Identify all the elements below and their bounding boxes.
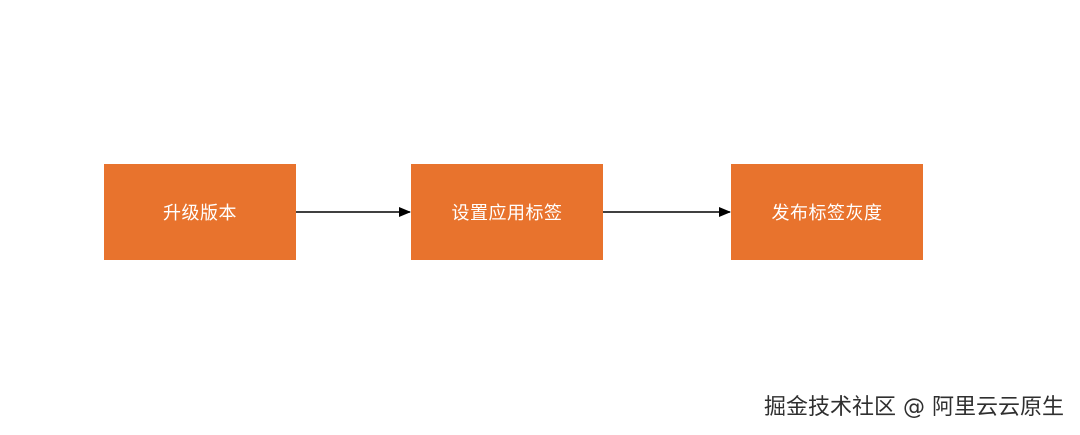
node-label: 发布标签灰度 (771, 203, 883, 224)
watermark: 掘金技术社区 @ 阿里云云原生 (764, 395, 1064, 420)
node-label: 设置应用标签 (451, 203, 563, 224)
node-upgrade-version: 升级版本 (104, 164, 296, 260)
node-set-app-label: 设置应用标签 (411, 164, 603, 260)
node-label: 升级版本 (163, 203, 237, 224)
node-publish-label-gray: 发布标签灰度 (731, 164, 923, 260)
